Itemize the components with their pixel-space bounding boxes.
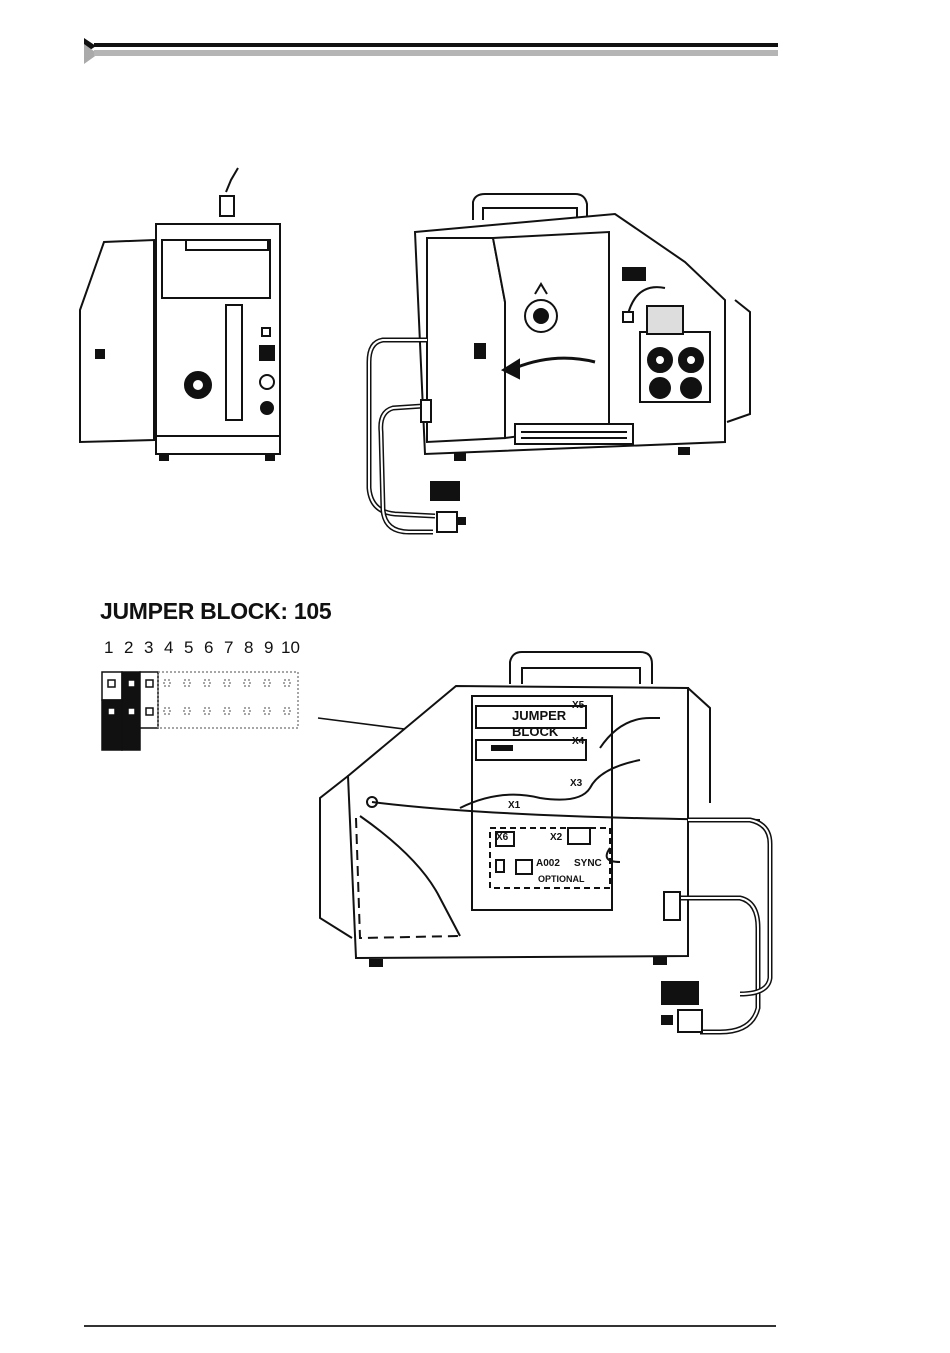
callout-block: BLOCK: [512, 724, 559, 739]
jumper-block-title: JUMPER BLOCK: 105: [100, 598, 331, 625]
unit-internal-view-figure: JUMPER BLOCK X5 X4 X3 X1 X6 X2 A002 SYNC…: [300, 648, 785, 1038]
header-rule: [84, 38, 778, 64]
jumper-position-label: 1: [104, 638, 113, 658]
footer-rule: [84, 1325, 776, 1327]
jumper-block-diagram: 1 2 3 4 5 6 7 8 9 10: [98, 636, 318, 756]
jumper-position-label: 8: [244, 638, 253, 658]
callout-x2: X2: [550, 832, 563, 843]
callout-x1: X1: [508, 800, 521, 811]
callout-x4: X4: [572, 736, 585, 747]
jumper-position-label: 3: [144, 638, 153, 658]
callout-x6: X6: [496, 832, 509, 843]
unit-side-view-figure: [365, 192, 785, 560]
callout-a002: A002: [536, 858, 560, 869]
jumper-position-label: 2: [124, 638, 133, 658]
callout-jumper: JUMPER: [512, 708, 567, 723]
jumper-position-label: 4: [164, 638, 173, 658]
jumper-position-label: 9: [264, 638, 273, 658]
unit-front-view-figure: [76, 160, 286, 465]
jumper-position-label: 10: [281, 638, 300, 658]
jumper-position-label: 5: [184, 638, 193, 658]
jumper-position-label: 6: [204, 638, 213, 658]
jumper-position-label: 7: [224, 638, 233, 658]
callout-sync: SYNC: [574, 858, 602, 869]
callout-optional: OPTIONAL: [538, 874, 585, 884]
callout-x3: X3: [570, 778, 583, 789]
jumper-pins-graphic: [98, 666, 318, 756]
callout-x5: X5: [572, 700, 585, 711]
